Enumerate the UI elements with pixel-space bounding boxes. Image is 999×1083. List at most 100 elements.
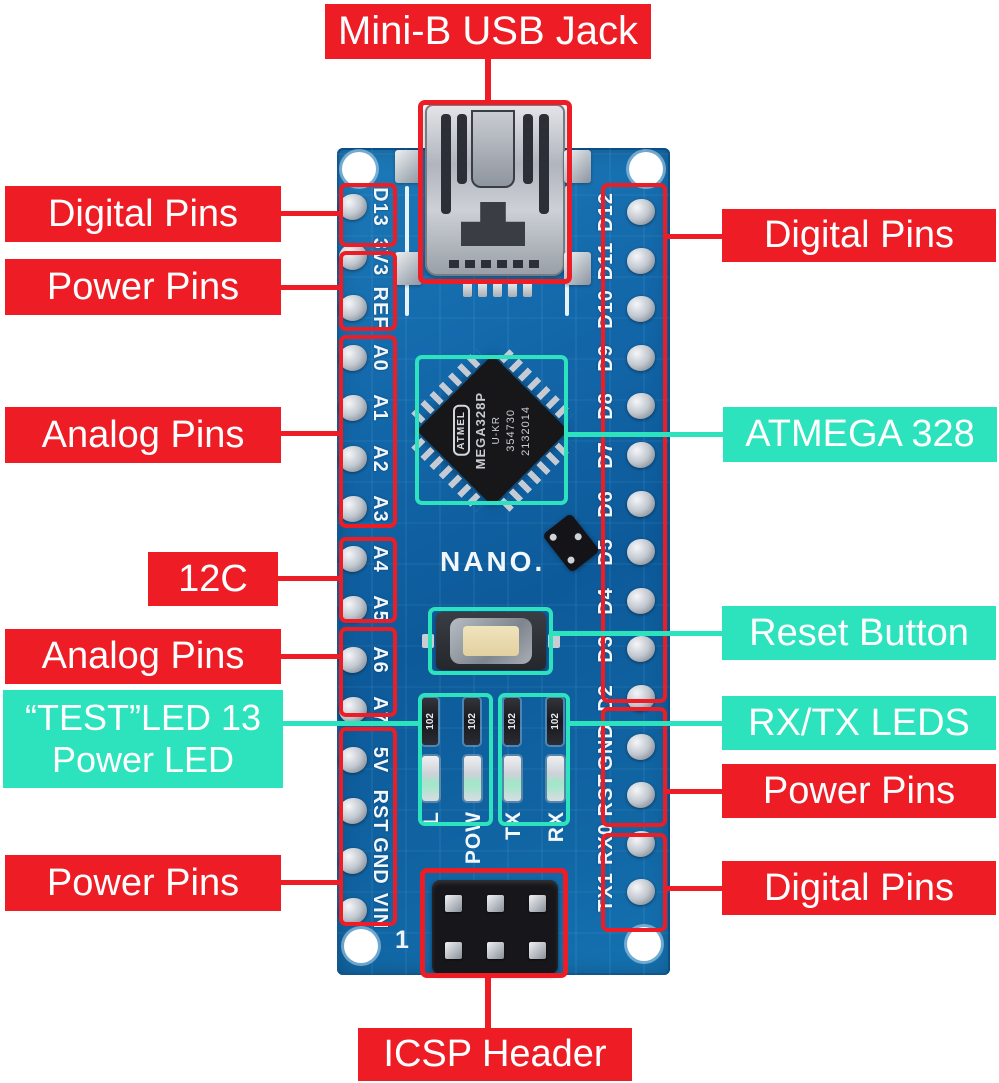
right-power-pins-box bbox=[601, 707, 667, 827]
callout-line bbox=[279, 431, 341, 436]
solder-pad-d13 bbox=[339, 194, 367, 220]
pin-label-d13: D13 bbox=[369, 187, 391, 227]
reset-outline-box bbox=[428, 607, 553, 675]
usb-slot bbox=[523, 114, 533, 184]
solder-pad-ref bbox=[339, 294, 367, 321]
pin-label-vin: VIN bbox=[369, 893, 391, 930]
callout-text: Power Pins bbox=[46, 265, 240, 308]
usb-solder-tab bbox=[395, 252, 422, 285]
solder-pad-d3 bbox=[627, 636, 655, 663]
callout-text: Mini-B USB Jack bbox=[337, 8, 639, 53]
callout-test-power-led: “TEST”LED 13 Power LED bbox=[3, 690, 283, 788]
silkscreen-line bbox=[405, 186, 409, 316]
solder-pad-tx1 bbox=[627, 879, 655, 906]
usb-vent-holes bbox=[449, 260, 541, 268]
pin-label-3v3: 3V3 bbox=[369, 238, 391, 277]
resistor-tx: 102 bbox=[504, 698, 520, 745]
solder-pad-d11 bbox=[627, 247, 655, 274]
usb-pin-pad bbox=[508, 282, 517, 297]
callout-line bbox=[566, 432, 725, 437]
callout-text: Digital Pins bbox=[47, 192, 239, 235]
reset-button-cap bbox=[463, 626, 519, 656]
led-rx bbox=[547, 756, 564, 801]
icsp-header bbox=[432, 880, 558, 974]
reset-button bbox=[422, 612, 560, 670]
pin-label-a2: A2 bbox=[369, 444, 391, 473]
solder-pad-d12 bbox=[627, 199, 655, 225]
led-l bbox=[422, 756, 439, 801]
solder-pad-d10 bbox=[627, 296, 655, 323]
callout-text: Reset Button bbox=[749, 611, 969, 654]
icsp-pin bbox=[486, 942, 504, 959]
callout-text: Power Pins bbox=[762, 769, 956, 812]
nano-silkscreen-text: NANO. bbox=[440, 546, 546, 577]
callout-line bbox=[568, 721, 724, 726]
usb-slot bbox=[457, 114, 467, 184]
callout-text: 12C bbox=[178, 557, 248, 600]
icsp-callout-line bbox=[485, 973, 491, 1028]
callout-text: Power Pins bbox=[46, 861, 240, 904]
pin-label-a5: A5 bbox=[369, 595, 391, 624]
solder-pad-a4 bbox=[339, 546, 367, 573]
callout-icsp-header: ICSP Header bbox=[358, 1028, 632, 1081]
left-digital-pins-box bbox=[339, 183, 397, 247]
callout-line bbox=[279, 654, 341, 659]
callout-analog-pins-left-2: Analog Pins bbox=[5, 629, 281, 684]
solder-pad-rst bbox=[627, 782, 655, 809]
callout-digital-pins-right: Digital Pins bbox=[722, 209, 996, 262]
solder-pad-gnd bbox=[339, 847, 367, 874]
icsp-pin bbox=[486, 895, 504, 912]
right-digital-pins-box bbox=[601, 183, 667, 703]
usb-solder-tab bbox=[395, 150, 422, 183]
usb-slot bbox=[441, 114, 451, 214]
callout-text: Analog Pins bbox=[41, 413, 245, 456]
callout-line bbox=[281, 721, 421, 726]
callout-text: Digital Pins bbox=[763, 866, 955, 909]
solder-pad-d7 bbox=[627, 442, 655, 468]
solder-pad-d4 bbox=[627, 587, 655, 614]
icsp-pin bbox=[528, 942, 546, 959]
callout-analog-pins-left: Analog Pins bbox=[5, 407, 281, 463]
pin-label-5v: 5V bbox=[369, 747, 391, 774]
solder-pad-d8 bbox=[627, 393, 655, 420]
solder-pad-rst bbox=[339, 797, 367, 824]
callout-line bbox=[666, 234, 724, 239]
usb-pin-pad bbox=[463, 282, 472, 297]
usb-outline-box bbox=[418, 100, 572, 284]
callout-text: Analog Pins bbox=[41, 635, 245, 678]
solder-pad-a6 bbox=[339, 646, 367, 673]
usb-pin-pad bbox=[478, 282, 487, 297]
pin-label-a1: A1 bbox=[369, 394, 391, 422]
callout-line bbox=[276, 576, 341, 581]
icsp-pin bbox=[444, 895, 462, 912]
pin-label-ref: REF bbox=[369, 286, 391, 330]
callout-line bbox=[666, 789, 724, 794]
callout-power-pins-left-2: Power Pins bbox=[5, 855, 281, 911]
left-analog-pins-box-2 bbox=[339, 627, 397, 717]
callout-line bbox=[279, 285, 341, 290]
solder-pad-a0 bbox=[339, 344, 367, 371]
pcb-traces bbox=[337, 148, 670, 975]
rxtx-led-box bbox=[498, 693, 570, 826]
usb-pin-pad bbox=[523, 282, 532, 297]
resistor-pow: 102 bbox=[464, 698, 480, 745]
icsp-outline-box bbox=[420, 868, 568, 978]
callout-line bbox=[279, 880, 341, 885]
led-pow bbox=[464, 756, 481, 801]
left-i2c-pins-box bbox=[339, 537, 397, 623]
mini-usb-jack bbox=[425, 104, 565, 276]
pin-label-a4: A4 bbox=[369, 545, 391, 573]
callout-line bbox=[279, 211, 341, 216]
resistor-rx: 102 bbox=[547, 698, 563, 745]
test-power-led-box bbox=[418, 693, 493, 826]
left-power-pins-box-2 bbox=[339, 727, 397, 926]
solder-pad-a2 bbox=[339, 445, 367, 472]
usb-pin-pad bbox=[493, 282, 502, 297]
pin-label-gnd: GND bbox=[369, 837, 391, 885]
callout-text: ATMEGA 328 bbox=[745, 413, 975, 456]
mounting-hole bbox=[342, 152, 376, 186]
mounting-hole bbox=[344, 929, 378, 963]
callout-text: RX/TX LEDS bbox=[748, 701, 970, 744]
resistor-l: 102 bbox=[422, 698, 438, 745]
